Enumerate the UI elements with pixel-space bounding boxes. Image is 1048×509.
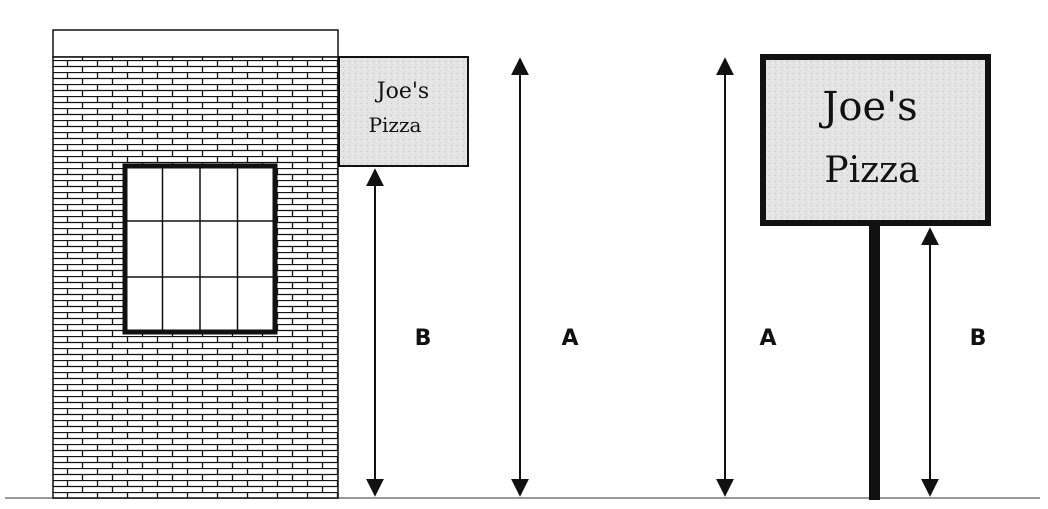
pole-sign-board	[760, 54, 991, 226]
building	[52, 29, 339, 499]
building-window	[122, 163, 278, 335]
wall-sign: Joe's Pizza	[338, 56, 469, 167]
pole-sign-line2: Pizza	[824, 150, 919, 191]
sign-pole	[869, 226, 880, 500]
building-roof-band	[52, 29, 339, 58]
left-b-label: B	[415, 326, 432, 351]
wall-sign-line1: Joe's	[375, 79, 429, 104]
left-a-label: A	[561, 326, 578, 351]
right-a-label: A	[759, 326, 776, 351]
right-b-label: B	[970, 326, 987, 351]
wall-sign-board	[338, 56, 469, 167]
pole-sign-line1: Joe's	[818, 84, 917, 130]
wall-sign-line2: Pizza	[369, 113, 422, 137]
pole-sign: Joe's Pizza	[760, 54, 991, 226]
